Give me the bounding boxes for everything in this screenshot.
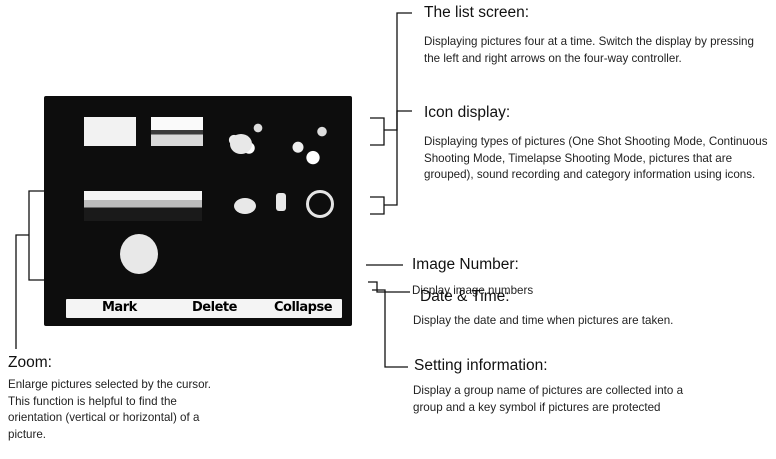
thumbnail-1 bbox=[84, 117, 136, 146]
delete-softkey[interactable]: Delete bbox=[192, 300, 237, 315]
setting-info-title: Setting information: bbox=[414, 357, 548, 375]
mark-softkey[interactable]: Mark bbox=[102, 300, 137, 315]
setting-info-description: Display a group name of pictures are col… bbox=[413, 383, 713, 416]
zoom-title: Zoom: bbox=[8, 354, 52, 372]
thumbnail-4 bbox=[280, 116, 340, 168]
icon-display-leader bbox=[370, 197, 384, 214]
date-time-title: Date & Time: bbox=[420, 288, 510, 306]
icon-display-title: Icon display: bbox=[424, 104, 510, 122]
list-screen-leader bbox=[370, 118, 384, 145]
icon-display-graphic-2 bbox=[276, 193, 286, 211]
icon-display-description: Displaying types of pictures (One Shot S… bbox=[424, 134, 769, 184]
zoom-leader bbox=[29, 191, 44, 280]
list-screen-description: Displaying pictures four at a time. Swit… bbox=[424, 34, 762, 67]
icon-display-graphic-3 bbox=[306, 190, 334, 218]
icon-display-graphic-1 bbox=[234, 198, 256, 214]
zoom-subject bbox=[120, 234, 158, 274]
camera-screen: Mark Delete Collapse bbox=[44, 96, 352, 326]
list-screen-title: The list screen: bbox=[424, 4, 529, 22]
setting-info-leader bbox=[372, 290, 408, 367]
softkey-bar: Mark Delete Collapse bbox=[66, 299, 342, 318]
image-number-title: Image Number: bbox=[412, 256, 519, 274]
zoomed-picture bbox=[84, 191, 202, 221]
zoom-description: Enlarge pictures selected by the cursor.… bbox=[8, 377, 228, 443]
date-time-description: Display the date and time when pictures … bbox=[413, 313, 738, 330]
thumbnail-3 bbox=[216, 116, 276, 156]
thumbnail-2 bbox=[151, 117, 203, 146]
collapse-softkey[interactable]: Collapse bbox=[274, 300, 332, 315]
